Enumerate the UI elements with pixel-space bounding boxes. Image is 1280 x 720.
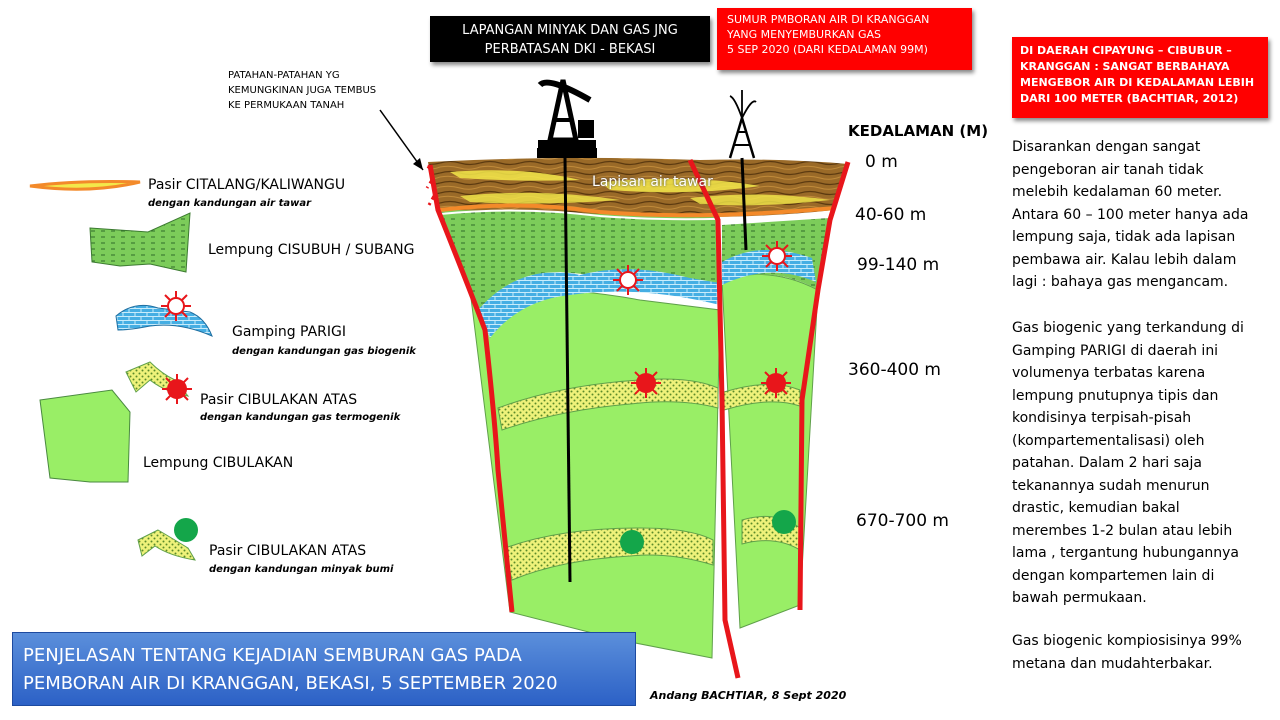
explanation-line: lama , tergantung hubungannya bbox=[1012, 545, 1240, 561]
warning-line: DI DAERAH CIPAYUNG – CIBUBUR – bbox=[1020, 44, 1232, 57]
warning-line: MENGEBOR AIR DI KEDALAMAN LEBIH bbox=[1020, 76, 1255, 89]
explanation-line: drastic, kemudian bakal bbox=[1012, 500, 1180, 516]
explanation-paragraph-3: Gas biogenic kompiosisinya 99% metana da… bbox=[1012, 630, 1274, 675]
legend-label: Lempung CIBULAKAN bbox=[143, 455, 294, 471]
explanation-line: Disarankan dengan sangat bbox=[1012, 139, 1201, 155]
legend-sublabel: dengan kandungan gas biogenik bbox=[232, 346, 416, 357]
explanation-line: metana dan mudahterbakar. bbox=[1012, 655, 1213, 672]
legend-sublabel: dengan kandungan gas termogenik bbox=[200, 412, 401, 423]
explanation-line: Gamping PARIGI di daerah ini bbox=[1012, 342, 1219, 359]
legend-label: Gamping PARIGI bbox=[232, 324, 347, 340]
explanation-line: merembes 1-2 bulan atau lebih bbox=[1012, 522, 1233, 539]
legend-label: Pasir CIBULAKAN ATAS bbox=[200, 392, 358, 408]
legend-swatch-freshwater-sand bbox=[29, 180, 141, 191]
explanation-line: volumenya terbatas karena bbox=[1012, 365, 1206, 381]
explanation-line: pembawa air. Kalau lebih dalam bbox=[1012, 251, 1237, 268]
depth-label: 40-60 m bbox=[855, 205, 927, 225]
legend-sublabel: dengan kandungan air tawar bbox=[148, 198, 312, 209]
explanation-line: Gas biogenic yang terkandung di bbox=[1012, 320, 1244, 336]
depth-label: 0 m bbox=[865, 152, 898, 172]
field-title-line: LAPANGAN MINYAK DAN GAS JNG bbox=[462, 23, 678, 38]
warning-line: DARI 100 METER (BACHTIAR, 2012) bbox=[1020, 92, 1239, 105]
depth-axis-title: KEDALAMAN (M) bbox=[848, 122, 989, 140]
explanation-line: pengeboran air tanah tidak bbox=[1012, 161, 1204, 178]
freshwater-layer-label: Lapisan air tawar bbox=[592, 174, 713, 190]
biogenic-gas-marker bbox=[612, 264, 644, 296]
legend-swatch-oil-sand bbox=[137, 529, 196, 561]
fault-middle bbox=[687, 158, 741, 679]
field-title-box: LAPANGAN MINYAK DAN GAS JNG PERBATASAN D… bbox=[430, 16, 710, 62]
explanation-line: Antara 60 – 100 meter hanya ada bbox=[1012, 206, 1249, 223]
water-well-rig-icon bbox=[728, 90, 757, 159]
diagram-title-box: PENJELASAN TENTANG KEJADIAN SEMBURAN GAS… bbox=[12, 632, 636, 706]
fault-annotation-line: KEMUNGKINAN JUGA TEMBUS bbox=[228, 85, 377, 96]
explanation-line: lempung pnutupnya tipis dan bbox=[1012, 387, 1219, 404]
legend-label: Pasir CITALANG/KALIWANGU bbox=[148, 177, 346, 193]
field-title-line: PERBATASAN DKI - BEKASI bbox=[484, 42, 656, 57]
biogenic-gas-marker bbox=[761, 240, 793, 272]
legend-swatch-cibulakan-clay bbox=[39, 389, 131, 483]
legend-sublabel: dengan kandungan minyak bumi bbox=[209, 564, 394, 575]
parigi-limestone-right bbox=[722, 249, 816, 285]
oil-derrick-icon bbox=[537, 79, 597, 158]
fault-right bbox=[797, 161, 851, 611]
parigi-limestone-main bbox=[478, 269, 720, 338]
explanation-line: dengan kompartemen lain di bbox=[1012, 567, 1215, 584]
fault-annotation-line: PATAHAN-PATAHAN YG bbox=[228, 70, 340, 81]
legend-label: Lempung CISUBUH / SUBANG bbox=[208, 242, 415, 258]
explanation-line: lagi : bahaya gas mengancam. bbox=[1012, 274, 1229, 290]
thermogenic-gas-marker bbox=[630, 367, 662, 399]
explanation-paragraph-1: Disarankan dengan sangat pengeboran air … bbox=[1012, 136, 1274, 294]
well-title-box: SUMUR PMBORAN AIR DI KRANGGAN YANG MENYE… bbox=[717, 8, 972, 70]
diagram-title-line: PENJELASAN TENTANG KEJADIAN SEMBURAN GAS… bbox=[23, 645, 522, 666]
author-credit: Andang BACHTIAR, 8 Sept 2020 bbox=[650, 689, 847, 702]
diagram-title-line: PEMBORAN AIR DI KRANGGAN, BEKASI, 5 SEPT… bbox=[23, 673, 558, 694]
explanation-line: lempung saja, tidak ada lapisan bbox=[1012, 229, 1236, 245]
explanation-paragraph-2: Gas biogenic yang terkandung di Gamping … bbox=[1012, 317, 1274, 610]
explanation-line: Gas biogenic kompiosisinya 99% bbox=[1012, 633, 1242, 649]
explanation-line: kondisinya terpisah-pisah bbox=[1012, 410, 1192, 426]
well-title-line: SUMUR PMBORAN AIR DI KRANGGAN bbox=[727, 13, 930, 26]
legend-label: Pasir CIBULAKAN ATAS bbox=[209, 543, 367, 559]
oil-well-borehole bbox=[563, 157, 572, 583]
legend-swatch-clay bbox=[89, 212, 191, 273]
fault-left bbox=[427, 164, 515, 613]
legend-swatch-limestone bbox=[115, 304, 213, 337]
explanation-line: melebih kedalaman 60 meter. bbox=[1012, 184, 1223, 200]
oil-marker bbox=[772, 510, 796, 534]
well-title-line: 5 SEP 2020 (DARI KEDALAMAN 99M) bbox=[727, 43, 928, 56]
warning-line: KRANGGAN : SANGAT BERBAHAYA bbox=[1020, 60, 1230, 73]
thermogenic-gas-marker bbox=[760, 367, 792, 399]
explanation-line: bawah permukaan. bbox=[1012, 590, 1147, 606]
explanation-line: patahan. Dalam 2 hari saja bbox=[1012, 455, 1202, 471]
water-well-borehole bbox=[740, 157, 748, 251]
legend-oil-marker bbox=[174, 518, 198, 542]
depth-label: 670-700 m bbox=[856, 511, 949, 531]
depth-label: 360-400 m bbox=[848, 360, 941, 380]
warning-box: DI DAERAH CIPAYUNG – CIBUBUR – KRANGGAN … bbox=[1012, 37, 1268, 118]
fault-annotation-line: KE PERMUKAAN TANAH bbox=[228, 100, 345, 111]
fault-annotation: PATAHAN-PATAHAN YG KEMUNGKINAN JUGA TEMB… bbox=[228, 68, 376, 113]
explanation-line: tekanannya sudah menurun bbox=[1012, 477, 1210, 494]
explanation-line: (kompartementalisasi) oleh bbox=[1012, 432, 1205, 449]
well-title-line: YANG MENYEMBURKAN GAS bbox=[727, 28, 882, 41]
oil-marker bbox=[620, 530, 644, 554]
depth-label: 99-140 m bbox=[857, 255, 940, 275]
